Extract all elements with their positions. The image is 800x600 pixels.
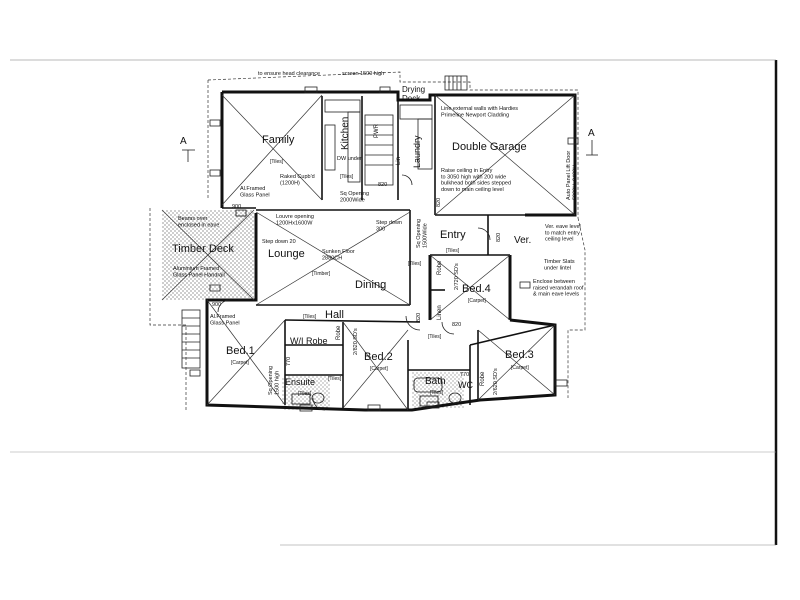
section-markers: A A <box>180 128 598 162</box>
room-bed2: Bed.2 <box>364 351 393 363</box>
note-sq-opening-1500: Sq Opening1500Wide <box>416 219 428 248</box>
room-laundry: Laundry <box>412 135 422 168</box>
dim-bed1: 900 <box>212 302 221 308</box>
note-screen: screen 1500 high <box>342 71 384 77</box>
room-double-garage: Double Garage <box>452 141 527 153</box>
window-markers <box>189 86 579 412</box>
room-bed4: Bed.4 <box>462 283 491 295</box>
room-entry: Entry <box>440 229 466 241</box>
finish-wc: [Tiles] <box>328 376 342 382</box>
stairs <box>181 75 468 369</box>
note-sd-720: 2/720 SD's <box>454 263 460 290</box>
dim-laundry: 820 <box>378 182 387 188</box>
finish-lounge: [Timber] <box>312 271 331 277</box>
room-timber-deck: Timber Deck <box>172 243 234 255</box>
finish-labels: [Tiles] [Tiles] [Tiles] [Timber] [Tiles]… <box>231 159 529 397</box>
finish-bed3: [Carpet] <box>511 365 529 371</box>
plan-notes: to ensure head clearance screen 1500 hig… <box>173 71 584 395</box>
room-pwr: PWR <box>374 123 380 138</box>
room-lounge: Lounge <box>268 248 305 260</box>
room-linen: Linen <box>437 305 443 320</box>
note-head-clearance: to ensure head clearance <box>258 71 320 77</box>
dim-ensuite: 770 <box>286 357 292 366</box>
note-sd-820: 2/820 SD's <box>353 328 359 355</box>
room-bed3: Bed.3 <box>505 349 534 361</box>
finish-bed1: [Carpet] <box>231 360 249 366</box>
room-hall: Hall <box>325 309 344 321</box>
dim-entry: 820 <box>496 233 502 242</box>
note-raked-cupboard: Raked Cupb'd(1200H) <box>280 174 315 186</box>
room-kitchen: Kitchen <box>340 117 351 150</box>
finish-hall: [Tiles] <box>303 314 317 320</box>
finish-family: [Tiles] <box>270 159 284 165</box>
room-bed1: Bed.1 <box>226 345 255 357</box>
finish-ensuite: [Tiles] <box>298 391 312 397</box>
interior-walls <box>222 95 556 410</box>
fixtures <box>291 377 462 407</box>
external-walls <box>205 90 577 412</box>
room-robe-bed2: Robe <box>336 325 342 340</box>
eave-outline <box>149 71 586 410</box>
note-sd-620: 2/620 SD's <box>493 368 499 395</box>
finish-bath: [Tiles] <box>430 390 444 396</box>
hip-lines <box>161 94 576 411</box>
dim-deck-door: 900 <box>232 204 241 210</box>
section-marker-right: A <box>588 128 595 139</box>
note-dw-under: DW under <box>337 156 362 162</box>
finish-garage-entry: [Tiles] <box>446 248 460 254</box>
note-step-down-20: Step down 20 <box>262 239 296 245</box>
room-wi-robe: W/I Robe <box>290 336 328 346</box>
dim-bath: 770 <box>460 372 469 378</box>
finish-bed2: [Carpet] <box>370 366 388 372</box>
room-bath: Bath <box>425 376 446 387</box>
room-robe-bed4: Robe <box>437 260 443 275</box>
section-marker-left: A <box>180 136 187 147</box>
room-robe-bed3: Robe <box>480 371 486 386</box>
room-ensuite: Ensuite <box>285 377 315 387</box>
dim-bed4: 820 <box>452 322 461 328</box>
room-lin: Lin <box>396 157 402 165</box>
door-swings <box>217 174 491 411</box>
dim-garage-door: 820 <box>436 198 442 207</box>
finish-bed4: [Carpet] <box>468 298 486 304</box>
room-wc: WC <box>458 380 473 390</box>
room-dining: Dining <box>355 279 386 291</box>
room-ver: Ver. <box>514 235 531 246</box>
finish-hall-2: [Tiles] <box>428 334 442 340</box>
room-family: Family <box>262 134 295 146</box>
dim-bed2: 820 <box>416 313 422 322</box>
note-shower-ensuite: Sq Opening1500 high <box>268 366 280 395</box>
kitchen-benches <box>324 99 433 183</box>
finish-kitchen: [Tiles] <box>340 174 354 180</box>
door-dimensions: 820 900 820 820 900 770 770 820 820 <box>212 182 502 378</box>
finish-dining: [Tiles] <box>408 261 422 267</box>
note-garage-door: Auto Panel Lift Door5000Hx2400H <box>566 151 578 200</box>
